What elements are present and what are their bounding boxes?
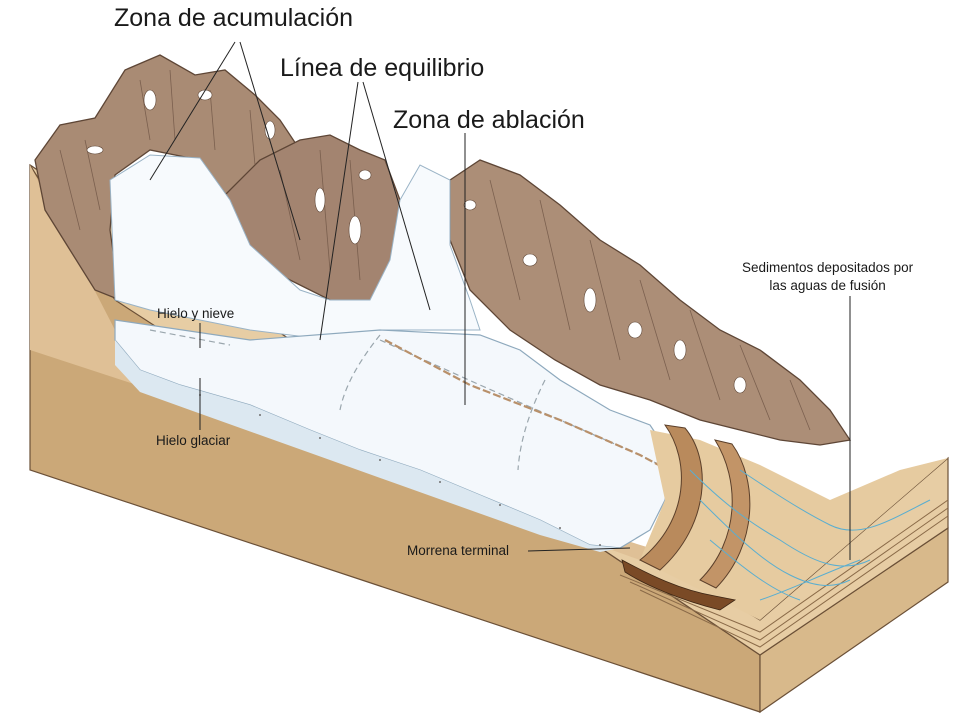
leader-moraine <box>527 547 631 552</box>
recessional-moraine-ridge <box>699 439 751 589</box>
label-equilibrium-line: Línea de equilibrio <box>280 54 485 82</box>
label-accumulation-zone: Zona de acumulación <box>114 4 354 32</box>
label-meltwater-sediments-line2: las aguas de fusión <box>769 278 886 293</box>
snow-patches <box>86 89 747 394</box>
ice-base-stipple <box>199 394 601 546</box>
accumulation-basin <box>109 154 481 341</box>
label-meltwater-sediments: Sedimentos depositados por las aguas de … <box>742 259 913 295</box>
label-glacier-ice: Hielo glaciar <box>156 433 231 448</box>
glacier <box>109 154 671 552</box>
leader-accumulation-1 <box>149 41 236 181</box>
terminal-moraine-ridge <box>639 424 703 571</box>
sediment-strata <box>619 499 949 648</box>
label-ice-and-snow: Hielo y nieve <box>157 306 235 321</box>
moraine-cross-section <box>621 559 737 611</box>
leader-accumulation-2 <box>239 41 301 241</box>
medial-moraine <box>384 339 669 471</box>
leader-equilibrium-1 <box>319 81 359 341</box>
moraine-outwash <box>621 424 948 620</box>
leader-equilibrium-2 <box>362 81 431 311</box>
label-meltwater-sediments-line1: Sedimentos depositados por <box>742 260 914 275</box>
leader-lines <box>149 41 851 560</box>
rock-streaks <box>59 69 811 431</box>
meltwater-streams <box>689 469 931 601</box>
label-ablation-zone: Zona de ablación <box>393 106 585 134</box>
label-terminal-moraine: Morrena terminal <box>407 543 510 558</box>
